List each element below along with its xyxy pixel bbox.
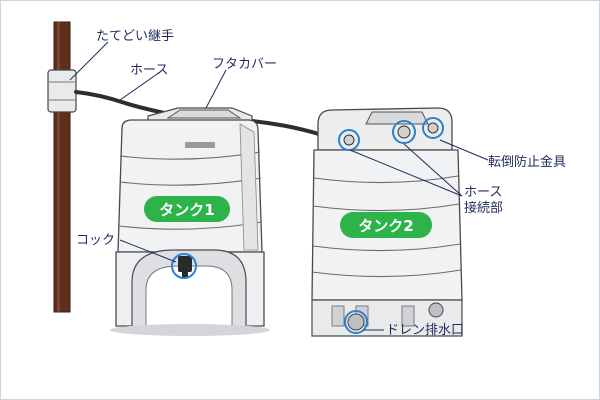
- highlight-port-left: [338, 129, 360, 151]
- downspout-pipe: [53, 21, 71, 313]
- tank2-label: タンク2: [358, 217, 413, 235]
- tank1-badge: タンク1: [144, 196, 230, 222]
- downspout-joint: [47, 69, 77, 113]
- label-cock: コック: [76, 233, 115, 248]
- leader-lines: [69, 41, 489, 331]
- label-hose-connection-2: 接続部: [464, 200, 503, 216]
- label-lid-cover: フタカバー: [212, 57, 277, 72]
- label-hose: ホース: [130, 63, 168, 78]
- label-drain: ドレン排水口: [386, 323, 464, 338]
- highlight-circles: [171, 117, 444, 334]
- highlight-port-center: [392, 120, 416, 144]
- tank1-label: タンク1: [159, 201, 214, 219]
- tank2-badge: タンク2: [340, 212, 432, 238]
- label-hose-connection-1: ホース: [464, 185, 502, 200]
- label-downspout-joint: たてどい継手: [96, 29, 174, 44]
- highlight-port-right: [422, 117, 444, 139]
- highlight-cock: [171, 253, 197, 279]
- highlight-drain: [344, 310, 368, 334]
- label-tip-prevention: 転倒防止金具: [488, 154, 566, 170]
